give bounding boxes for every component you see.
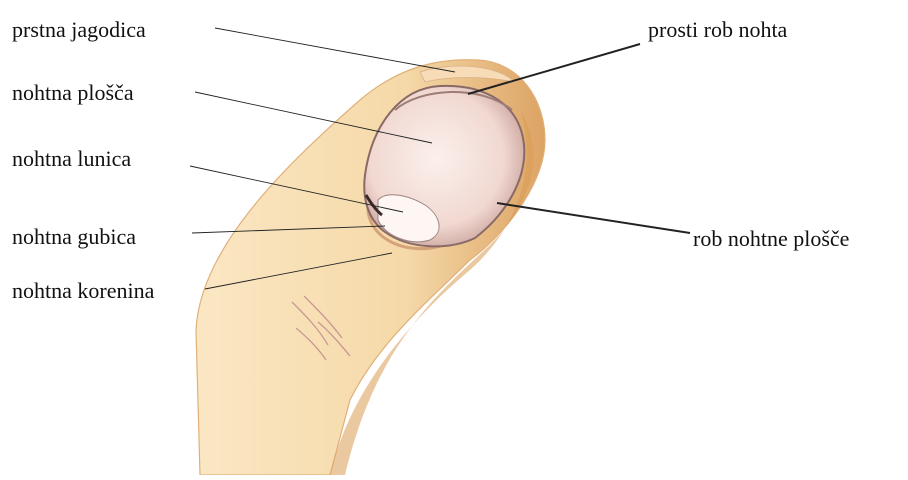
label-nail-fold: nohtna gubica [12, 226, 136, 248]
leader-rob [497, 203, 690, 233]
label-nail-plate: nohtna plošča [12, 82, 134, 104]
label-finger-pad: prstna jagodica [12, 19, 146, 41]
leader-jagodica [215, 28, 455, 72]
label-lunula: nohtna lunica [12, 148, 131, 170]
label-nail-plate-edge: rob nohtne plošče [693, 228, 849, 250]
label-free-edge: prosti rob nohta [648, 19, 787, 41]
label-nail-root: nohtna korenina [12, 280, 154, 302]
